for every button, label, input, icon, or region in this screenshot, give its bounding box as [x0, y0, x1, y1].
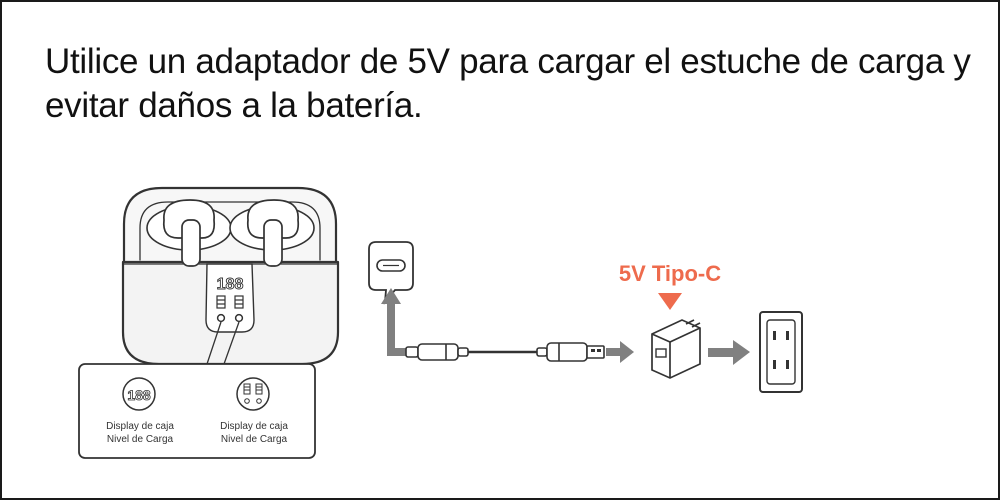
- indicator-led-icon: [216, 313, 226, 323]
- case-digit-display: 188: [217, 276, 244, 293]
- case-front-panel: 188: [205, 263, 255, 333]
- callout-battery-icon: [236, 377, 270, 411]
- adapter-label: 5V Tipo-C: [619, 261, 721, 286]
- instruction-line-1: Utilice un adaptador de 5V para cargar e…: [45, 42, 971, 81]
- wall-outlet-icon: [759, 311, 803, 393]
- battery-bars-icon: [216, 295, 244, 309]
- callout-left-line-2: Nivel de Carga: [107, 434, 174, 445]
- callout-digit-display: 188: [127, 387, 151, 403]
- indicator-led-icon: [234, 313, 244, 323]
- earbud-left-icon: [162, 199, 216, 267]
- arrow-right-icon: [708, 340, 750, 365]
- earbud-right-icon: [246, 199, 300, 267]
- usb-cable-icon: [405, 342, 605, 362]
- wall-adapter-icon: [651, 319, 701, 379]
- instruction-line-2: evitar daños a la batería.: [45, 86, 423, 125]
- callout-right-line-2: Nivel de Carga: [221, 434, 288, 445]
- callout-right-line-1: Display de caja: [220, 421, 288, 432]
- callout-leader-lines: [206, 321, 240, 365]
- arrow-down-icon: [658, 293, 682, 310]
- arrow-up-icon: [381, 288, 401, 356]
- callout-display-icon: 188: [122, 377, 156, 411]
- callout-left-line-1: Display de caja: [106, 421, 174, 432]
- instruction-text: Utilice un adaptador de 5V para cargar e…: [45, 40, 971, 128]
- cable-bend: [387, 348, 415, 356]
- arrow-right-icon: [606, 341, 634, 363]
